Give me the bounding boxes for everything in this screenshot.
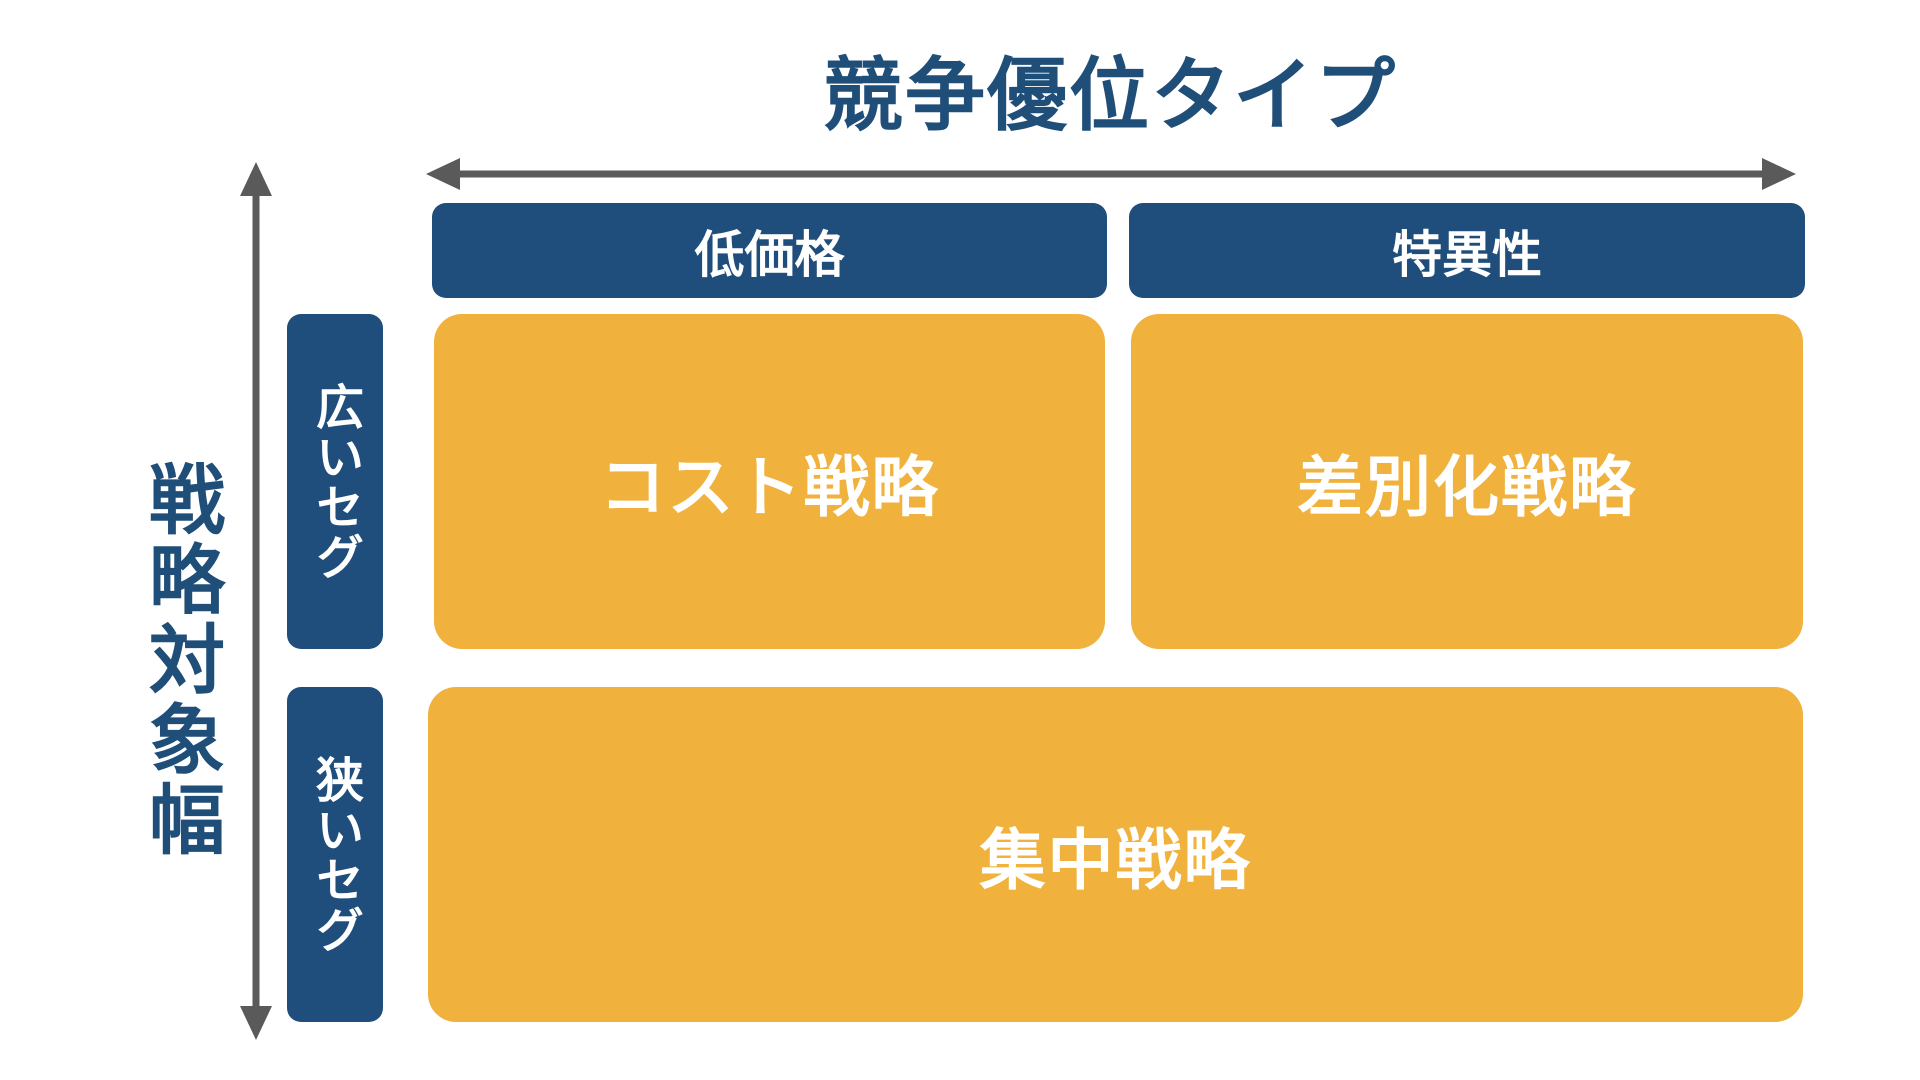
horizontal-double-arrow-icon [426, 158, 1796, 190]
competitive-advantage-title: 競争優位タイプ [823, 49, 1397, 142]
vertical-double-arrow-icon [240, 162, 272, 1040]
column-header-low-price: 低価格 [432, 203, 1107, 298]
cell-label: コスト戦略 [599, 448, 940, 526]
cell-focus-strategy: 集中戦略 [428, 687, 1803, 1022]
column-header-uniqueness: 特異性 [1129, 203, 1805, 298]
cell-cost-strategy: コスト戦略 [434, 314, 1105, 649]
column-header-label: 低価格 [694, 225, 845, 284]
cell-differentiation-strategy: 差別化戦略 [1131, 314, 1803, 649]
row-header-label: 広いセグ [307, 381, 363, 582]
column-header-label: 特異性 [1392, 225, 1542, 284]
cell-label: 差別化戦略 [1297, 448, 1637, 526]
row-header-label: 狭いセグ [307, 754, 363, 955]
cell-label: 集中戦略 [979, 821, 1252, 899]
strategic-scope-title: 戦略対象幅 [136, 460, 225, 860]
row-header-broad-segment: 広いセグ [287, 314, 383, 649]
row-header-narrow-segment: 狭いセグ [287, 687, 383, 1022]
